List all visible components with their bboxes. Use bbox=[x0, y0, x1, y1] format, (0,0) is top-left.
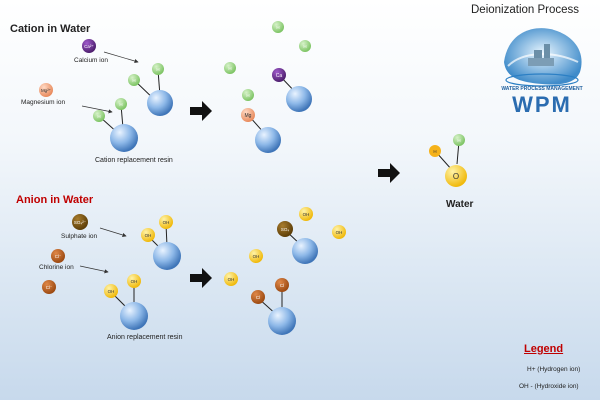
resin-with-sulphate: SO₄ bbox=[277, 221, 318, 264]
svg-text:H: H bbox=[276, 25, 279, 30]
svg-text:Cl⁻: Cl⁻ bbox=[46, 285, 53, 290]
svg-text:H: H bbox=[156, 67, 159, 72]
legend-hydrogen: H+ (Hydrogen ion) bbox=[527, 366, 581, 373]
svg-text:OH: OH bbox=[108, 289, 115, 294]
chlorine-label: Chlorine ion bbox=[39, 264, 74, 271]
cation-resin-lower: H H bbox=[93, 98, 138, 152]
svg-text:OH: OH bbox=[303, 212, 310, 217]
svg-text:H: H bbox=[97, 114, 100, 119]
water-process-arrow bbox=[378, 163, 400, 183]
anion-resin-label: Anion replacement resin bbox=[107, 334, 183, 341]
svg-text:H: H bbox=[228, 66, 231, 71]
calcium-ion: Ca²⁺ bbox=[82, 39, 96, 53]
wpm-logo: WATER PROCESS MANAGEMENT WPM bbox=[494, 22, 590, 118]
svg-text:OH: OH bbox=[163, 220, 170, 225]
svg-text:O: O bbox=[453, 172, 459, 181]
svg-text:H: H bbox=[303, 44, 306, 49]
svg-text:SO₄: SO₄ bbox=[281, 227, 290, 232]
legend-hydroxide: OH - (Hydroxide ion) bbox=[519, 383, 579, 390]
logo-line1: WATER PROCESS MANAGEMENT bbox=[501, 86, 583, 92]
chlorine-arrow bbox=[79, 265, 109, 274]
sulphate-label: Sulphate ion bbox=[61, 233, 98, 240]
svg-text:SO₄²⁻: SO₄²⁻ bbox=[74, 220, 87, 225]
cation-resin-upper: H H bbox=[128, 63, 173, 116]
magnesium-ion: Mg²⁺ bbox=[39, 83, 53, 97]
free-hydrogen-ions-top: H H H H bbox=[224, 21, 311, 101]
calcium-arrow bbox=[103, 51, 139, 64]
svg-text:Cl: Cl bbox=[280, 283, 284, 288]
cation-heading: Cation in Water bbox=[10, 23, 91, 35]
svg-text:H: H bbox=[119, 102, 122, 107]
svg-text:H: H bbox=[433, 149, 436, 154]
cation-resin-label: Cation replacement resin bbox=[95, 157, 173, 164]
svg-text:OH: OH bbox=[131, 279, 138, 284]
svg-text:H: H bbox=[246, 93, 249, 98]
anion-heading: Anion in Water bbox=[16, 194, 94, 206]
resin-with-magnesium: Mg bbox=[241, 108, 281, 153]
svg-text:H: H bbox=[457, 138, 460, 143]
logo-line2: WPM bbox=[512, 92, 572, 117]
cation-process-arrow bbox=[190, 101, 212, 121]
svg-text:Ca: Ca bbox=[276, 73, 283, 79]
svg-text:Cl⁻: Cl⁻ bbox=[55, 254, 62, 259]
resin-with-calcium: Ca bbox=[272, 68, 312, 112]
anion-resin-upper: OH OH bbox=[141, 215, 181, 270]
legend-title: Legend bbox=[524, 343, 564, 355]
svg-text:Ca²⁺: Ca²⁺ bbox=[84, 44, 94, 49]
calcium-label: Calcium ion bbox=[74, 57, 108, 64]
svg-text:H: H bbox=[132, 78, 135, 83]
svg-text:Cl: Cl bbox=[256, 295, 260, 300]
svg-text:OH: OH bbox=[145, 233, 152, 238]
magnesium-arrow bbox=[81, 105, 113, 114]
svg-text:OH: OH bbox=[336, 230, 343, 235]
chlorine-ion-extra: Cl⁻ bbox=[42, 280, 56, 294]
water-label: Water bbox=[446, 199, 474, 210]
water-molecule: O H H bbox=[429, 134, 467, 187]
svg-text:Mg: Mg bbox=[245, 113, 252, 119]
resin-with-chlorine: Cl Cl bbox=[251, 278, 296, 335]
anion-process-arrow bbox=[190, 268, 212, 288]
sulphate-ion: SO₄²⁻ bbox=[72, 214, 88, 230]
svg-text:Mg²⁺: Mg²⁺ bbox=[41, 88, 52, 93]
free-hydroxide-ions: OH OH OH OH bbox=[224, 207, 346, 286]
sulphate-arrow bbox=[99, 227, 127, 237]
svg-text:OH: OH bbox=[228, 277, 235, 282]
anion-resin-lower: OH OH bbox=[104, 274, 148, 330]
magnesium-label: Magnesium ion bbox=[21, 99, 66, 106]
page-title: Deionization Process bbox=[471, 4, 580, 16]
svg-text:OH: OH bbox=[253, 254, 260, 259]
chlorine-ion: Cl⁻ bbox=[51, 249, 65, 263]
